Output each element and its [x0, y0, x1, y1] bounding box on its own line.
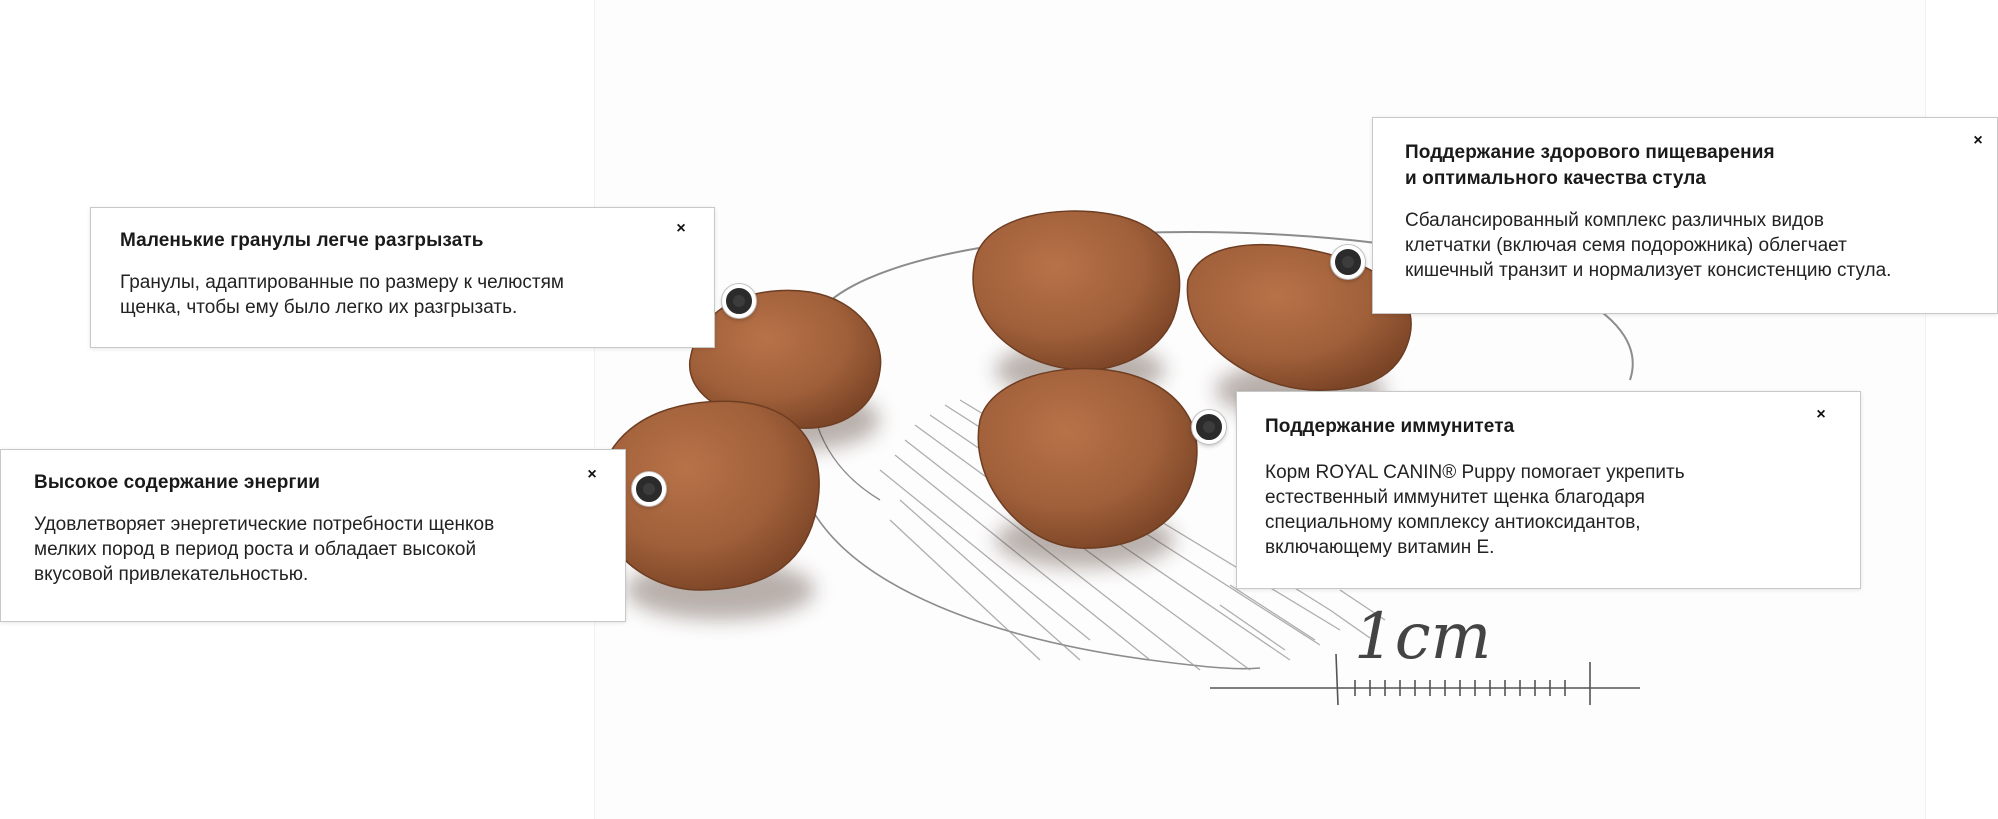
card-text-line: естественный иммунитет щенка благодаря [1265, 487, 1645, 508]
card-text-line: Удовлетворяет энергетические потребности… [34, 514, 495, 535]
hotspot-marker-energy[interactable] [632, 472, 666, 506]
card-text-line: Сбалансированный комплекс различных видо… [1405, 210, 1824, 231]
scale-label: 1cm [1354, 600, 1491, 674]
kibble-3 [972, 210, 1181, 371]
close-icon[interactable]: × [1973, 132, 1983, 149]
card-text-line: включающему витамин E. [1265, 537, 1495, 558]
card-text-line: мелких пород в период роста и обладает в… [34, 539, 477, 560]
card-text-line: специальному комплексу антиоксидантов, [1265, 512, 1641, 533]
card-title: Маленькие гранулы легче разгрызать [120, 230, 484, 251]
info-card-immunity: Поддержание иммунитета Корм ROYAL CANIN®… [1236, 391, 1861, 589]
card-text-line: Корм ROYAL CANIN® Puppy помогает укрепит… [1265, 462, 1685, 483]
card-text-line: кишечный транзит и нормализует консистен… [1405, 260, 1892, 281]
info-card-small-kibbles: Маленькие гранулы легче разгрызать Грану… [90, 207, 715, 348]
hotspot-marker-immunity[interactable] [1192, 410, 1226, 444]
kibble-group [596, 210, 1412, 591]
card-title: и оптимального качества стула [1405, 168, 1707, 189]
card-text-line: клетчатки (включая семя подорожника) обл… [1405, 235, 1847, 256]
card-title: Поддержание здорового пищеварения [1405, 142, 1775, 163]
card-text-line: вкусовой привлекательностью. [34, 564, 309, 585]
card-text-line: Гранулы, адаптированные по размеру к чел… [120, 272, 564, 293]
info-card-digestion: Поддержание здорового пищеварения и опти… [1372, 117, 1998, 314]
info-card-energy: Высокое содержание энергии Удовлетворяет… [0, 449, 626, 622]
close-icon[interactable]: × [1816, 406, 1826, 423]
card-title: Поддержание иммунитета [1265, 416, 1515, 437]
close-icon[interactable]: × [676, 220, 686, 237]
kibble-5 [977, 367, 1198, 549]
scale-ruler [1210, 653, 1640, 706]
hotspot-marker-digestion[interactable] [1331, 245, 1365, 279]
card-title: Высокое содержание энергии [34, 472, 321, 493]
close-icon[interactable]: × [587, 466, 597, 483]
kibble-4 [1186, 243, 1412, 391]
card-text-line: щенка, чтобы ему было легко их разгрызат… [120, 297, 518, 318]
hotspot-marker-small-kibbles[interactable] [722, 284, 756, 318]
kibble-2 [596, 400, 820, 591]
